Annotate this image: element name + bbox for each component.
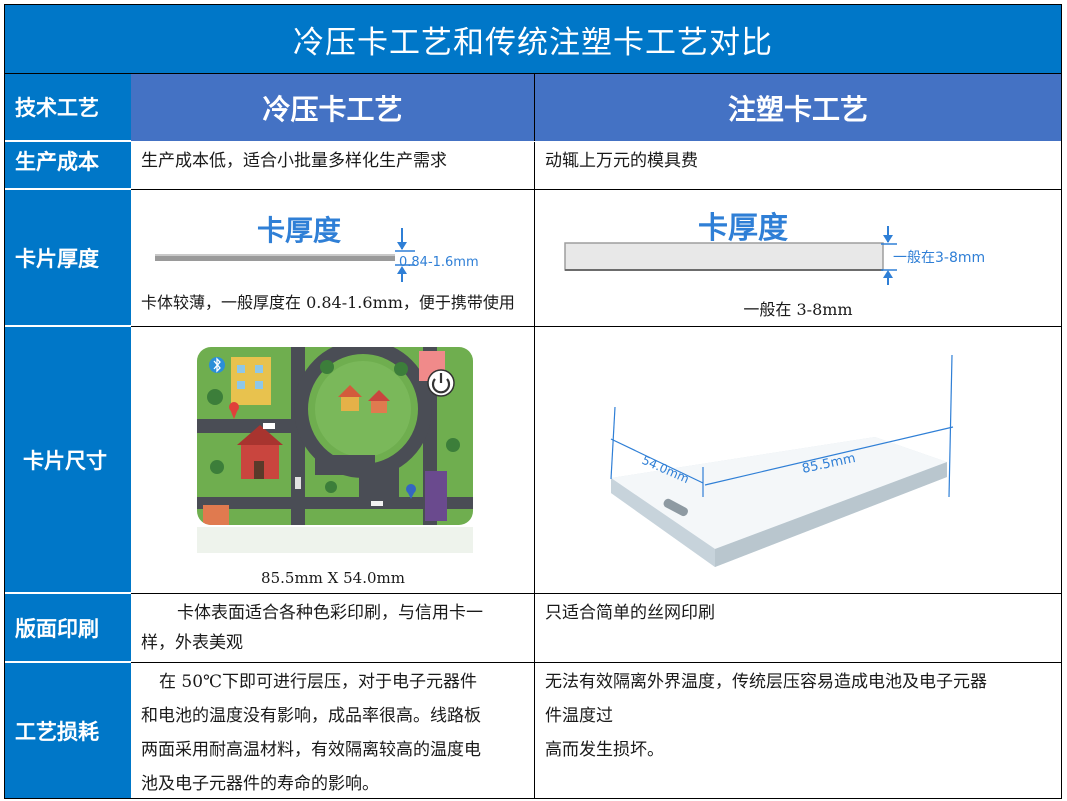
location-pin-icon-2	[406, 484, 416, 499]
thickness-value-label: 0.84-1.6mm	[399, 255, 479, 270]
loss-injection-line-3: 高而发生损坏。	[545, 740, 664, 760]
cell-print-injection: 只适合简单的丝网印刷	[535, 594, 1061, 663]
thickness-cold-press-caption: 卡体较薄，一般厚度在 0.84-1.6mm，便于携带使用	[141, 293, 515, 312]
loss-cold-press-line-1: 在 50℃下即可进行层压，对于电子元器件	[159, 672, 478, 692]
size-cold-press-caption: 85.5mm X 54.0mm	[261, 569, 405, 587]
loss-injection-line-2: 件温度过	[545, 706, 613, 726]
comparison-table: 冷压卡工艺和传统注塑卡工艺对比 技术工艺 冷压卡工艺 注塑卡工艺 生产成本 卡片…	[4, 4, 1062, 799]
cost-cold-press-text: 生产成本低，适合小批量多样化生产需求	[141, 151, 447, 171]
cell-thickness-cold-press: 卡厚度 0.84-1.6mm 卡体较薄，一般厚度在 0.84-1.6mm，便于携…	[131, 190, 535, 327]
thickness-range-label: 一般在3-8mm	[893, 250, 985, 266]
loss-cold-press-line-2: 和电池的温度没有影响，成品率很高。线路板	[141, 706, 481, 726]
loss-cold-press-line-3: 两面采用耐高温材料，有效隔离较高的温度电	[141, 740, 481, 760]
cost-injection-text: 动辄上万元的模具费	[545, 151, 698, 171]
cell-size-cold-press: 85.5mm X 54.0mm	[131, 327, 535, 594]
thin-card-thickness-diagram: 卡厚度 0.84-1.6mm	[155, 214, 479, 282]
page-title: 冷压卡工艺和传统注塑卡工艺对比	[5, 5, 1061, 74]
column-header-cold-press: 冷压卡工艺	[131, 74, 535, 141]
row-header-print: 版面印刷	[5, 594, 131, 662]
row-header-loss: 工艺损耗	[5, 663, 131, 798]
cell-size-injection: 54.0mm 85.5mm	[535, 327, 1061, 594]
row-header-size: 卡片尺寸	[5, 327, 131, 593]
location-pin-icon	[229, 402, 239, 419]
thick-card-dimension-illustration: 54.0mm 85.5mm	[610, 354, 954, 567]
print-cold-press-line-1: 卡体表面适合各种色彩印刷，与信用卡一	[177, 603, 483, 623]
cell-cost-injection: 动辄上万元的模具费	[535, 142, 1061, 190]
row-header-cost: 生产成本	[5, 142, 131, 189]
print-cold-press-line-2: 样，外表美观	[141, 633, 243, 653]
bluetooth-icon	[209, 357, 225, 373]
cell-print-cold-press: 卡体表面适合各种色彩印刷，与信用卡一 样，外表美观	[131, 594, 535, 663]
thickness-title-label-2: 卡厚度	[698, 211, 788, 246]
row-header-thickness: 卡片厚度	[5, 190, 131, 326]
thickness-injection-caption: 一般在 3-8mm	[743, 300, 853, 319]
loss-cold-press-line-4: 池及电子元器件的寿命的影响。	[141, 774, 379, 794]
row-header-technology: 技术工艺	[5, 74, 131, 141]
loss-injection-line-1: 无法有效隔离外界温度，传统层压容易造成电池及电子元器	[545, 672, 987, 692]
smart-card-map-illustration	[197, 347, 473, 553]
cell-cost-cold-press: 生产成本低，适合小批量多样化生产需求	[131, 142, 535, 190]
power-icon	[427, 369, 455, 397]
print-injection-text: 只适合简单的丝网印刷	[545, 603, 715, 623]
cell-loss-cold-press: 在 50℃下即可进行层压，对于电子元器件 和电池的温度没有影响，成品率很高。线路…	[131, 663, 535, 798]
column-header-injection: 注塑卡工艺	[535, 74, 1061, 141]
thickness-title-label: 卡厚度	[257, 214, 341, 247]
thick-card-thickness-diagram: 卡厚度 一般在3-8mm	[564, 211, 985, 285]
cell-thickness-injection: 卡厚度 一般在3-8mm 一般在 3-8mm	[535, 190, 1061, 327]
cell-loss-injection: 无法有效隔离外界温度，传统层压容易造成电池及电子元器 件温度过 高而发生损坏。	[535, 663, 1061, 798]
